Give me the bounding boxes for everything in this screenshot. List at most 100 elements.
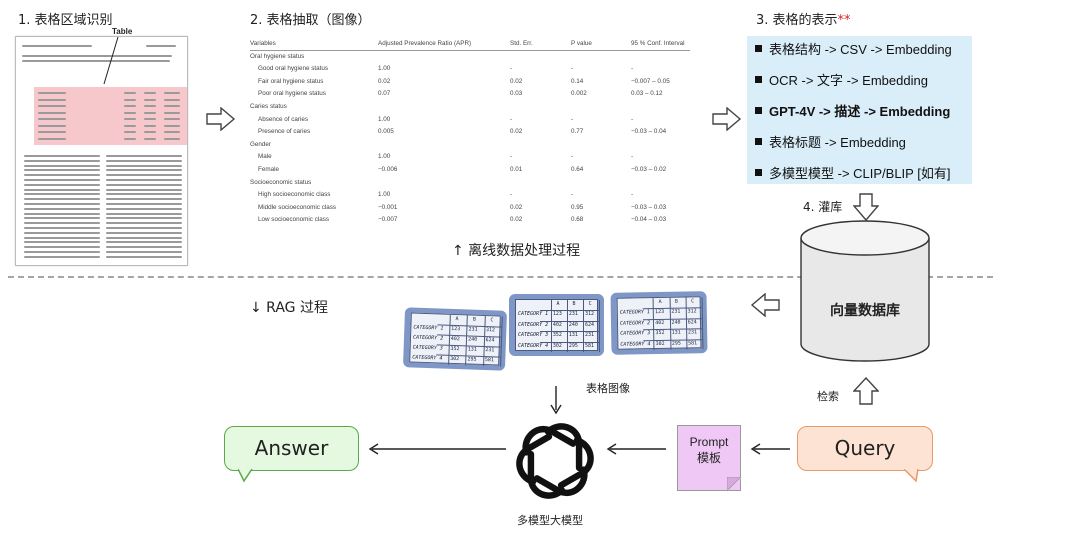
paper-text-line: [124, 137, 136, 140]
card-grid-line: [540, 341, 599, 343]
card-grid-line: [550, 300, 552, 352]
representation-text: GPT-4V -> 描述 -> Embedding: [769, 104, 951, 119]
paper-text-line: [106, 188, 182, 191]
step2-title: 2. 表格抽取（图像）: [250, 13, 371, 28]
card-cell: 624: [584, 321, 594, 328]
extracted-table-cell: -: [510, 115, 513, 123]
paper-text-line: [38, 137, 66, 140]
card-grid-line: [540, 310, 599, 312]
prompt-label-line1: Prompt: [689, 435, 729, 449]
extracted-table-cell: -: [510, 65, 513, 73]
card-cell: 295: [568, 342, 578, 349]
extracted-table-cell: 0.03 – 0.12: [631, 90, 663, 98]
paper-text-line: [164, 124, 180, 127]
extracted-table-cell: 0.01: [510, 165, 523, 173]
extracted-table-cell: 0.02: [510, 216, 523, 224]
paper-text-line: [106, 246, 182, 249]
extracted-table-cell: −0.007: [378, 216, 398, 224]
paper-text-line: [24, 183, 100, 186]
extracted-table-cell: Low socioeconomic class: [258, 216, 330, 224]
extracted-table-cell: 0.002: [571, 90, 587, 98]
paper-text-line: [106, 174, 182, 177]
paper-text-line: [106, 179, 182, 181]
bullet-square-icon: [755, 169, 762, 176]
card-cell: 352: [552, 332, 562, 339]
card-cell: 581: [688, 339, 698, 347]
card-col-header: A: [658, 298, 662, 306]
card-grid-line: [500, 316, 503, 367]
paper-text-line: [24, 198, 100, 201]
card-row-label: CATEGORY 3: [620, 330, 651, 337]
vector-db-label: 向量数据库: [830, 303, 900, 319]
extracted-table-cell: -: [631, 191, 634, 199]
arrow-images-to-llm: [550, 386, 562, 415]
paper-text-line: [106, 207, 182, 210]
extracted-table-cell: -: [571, 65, 574, 73]
extracted-table-cell: 0.03: [510, 90, 523, 98]
extracted-table-cell: Good oral hygiene status: [258, 65, 329, 73]
paper-text-line: [106, 164, 182, 167]
paper-text-line: [38, 131, 66, 133]
card-cell: 231: [568, 311, 578, 318]
card-cell: 131: [671, 329, 681, 336]
paper-text-line: [24, 179, 100, 181]
card-grid-line: [701, 297, 704, 350]
paper-text-line: [38, 105, 66, 107]
representation-item: 多模型模型 -> CLIP/BLIP [如有]: [755, 163, 950, 182]
paper-text-line: [106, 155, 182, 157]
extracted-table-cell: 0.95: [571, 203, 584, 211]
paper-text-line: [106, 169, 182, 172]
paper-text-line: [106, 183, 182, 186]
paper-text-line: [106, 198, 182, 201]
paper-text-line: [164, 137, 180, 140]
arrow-query-to-prompt: [750, 443, 790, 455]
representation-item: 表格结构 -> CSV -> Embedding: [755, 39, 952, 58]
paper-text-line: [24, 169, 100, 172]
extracted-table-cell: 0.02: [510, 77, 523, 85]
extracted-table-cell: −0.03 – 0.02: [631, 165, 667, 173]
openai-logo-icon: [512, 418, 598, 504]
arrow-db-to-images: [750, 293, 780, 317]
query-box-tail: [904, 469, 919, 483]
card-cell: 352: [450, 345, 460, 353]
extracted-table-cell: Female: [258, 165, 279, 173]
extracted-table-cell: Fair oral hygiene status: [258, 77, 324, 85]
card-cell: 131: [467, 346, 477, 353]
paper-text-line: [106, 251, 182, 253]
paper-text-line: [106, 222, 182, 225]
paper-text-line: [106, 203, 182, 205]
card-cell: 240: [671, 319, 681, 326]
card-row-label: CATEGORY 4: [620, 340, 651, 348]
paper-text-line: [124, 131, 136, 133]
card-col-header: B: [674, 298, 678, 305]
card-cell: 581: [484, 357, 495, 364]
step1-title: 1. 表格区域识别: [18, 13, 113, 28]
card-row-label: CATEGORY 2: [518, 321, 549, 328]
arrow-rep-to-db: [853, 193, 879, 221]
prompt-dogear: [727, 477, 742, 492]
paper-text-line: [144, 118, 156, 120]
paper-text-line: [164, 111, 180, 114]
paper-text-line: [144, 131, 156, 133]
card-cell: 231: [671, 309, 681, 316]
card-row-label: CATEGORY 2: [412, 334, 444, 342]
paper-text-line: [164, 131, 180, 133]
extracted-table-cell: 0.005: [378, 128, 394, 136]
card-cell: 352: [655, 330, 665, 337]
bullet-square-icon: [755, 138, 762, 145]
bullet-square-icon: [755, 45, 762, 52]
paper-text-line: [24, 193, 100, 196]
answer-box: Answer: [224, 426, 359, 471]
paper-text-line: [124, 98, 136, 101]
extracted-table-cell: −0.03 – 0.04: [631, 128, 667, 136]
paper-text-line: [24, 174, 100, 177]
